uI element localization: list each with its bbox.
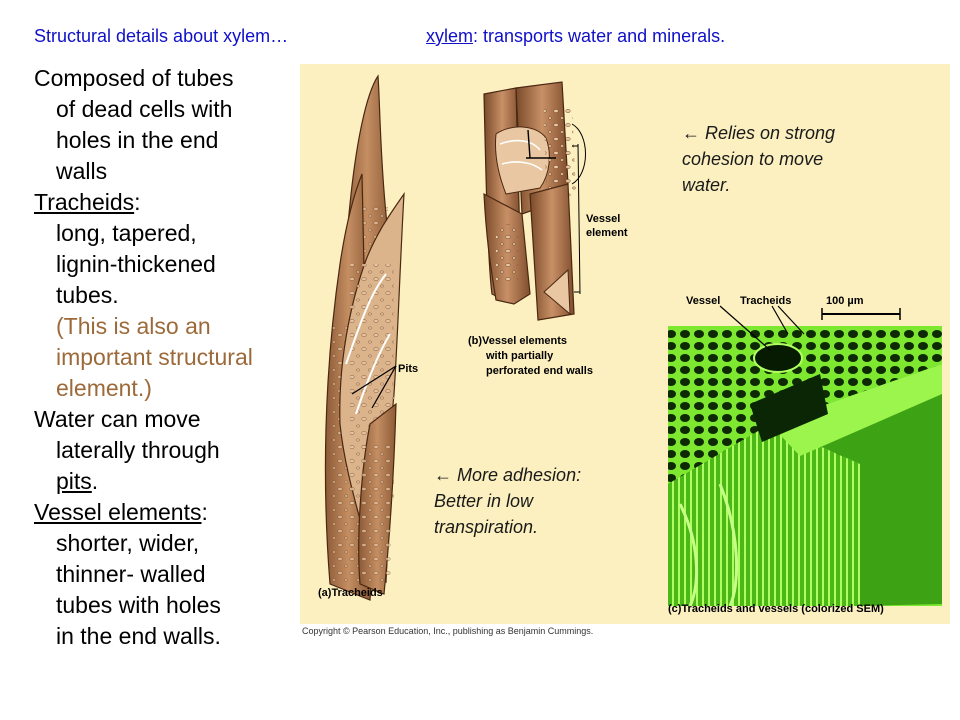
note-line: transpiration. xyxy=(434,517,539,537)
vessel-element-label-line2: element xyxy=(586,227,628,239)
caption-vessel-elements-line2: with partially xyxy=(485,350,554,362)
caption-vessel-elements-line1: (b)Vessel elements xyxy=(468,335,567,347)
sem-micrograph xyxy=(668,305,942,607)
slide-subtitle: Structural details about xylem… xyxy=(34,26,289,46)
tracheids-term: Tracheids xyxy=(34,189,135,215)
text-line: Composed of tubes xyxy=(34,65,234,91)
note-line: Better in low xyxy=(434,491,534,511)
xylem-definition-text: : transports water and minerals. xyxy=(473,26,726,46)
text-line: thinner- walled xyxy=(56,561,206,587)
caption-sem: (c)Tracheids and vessels (colorized SEM) xyxy=(668,603,884,615)
text-line: tubes with holes xyxy=(56,592,221,618)
vessel-elements-term: Vessel elements xyxy=(34,499,202,525)
xylem-illustration: Pits (a)Tracheids Vessel element (b)Vess… xyxy=(318,74,942,615)
note-line: cohesion to move xyxy=(682,149,824,169)
adhesion-note: ← More adhesion: Better in low transpira… xyxy=(434,462,581,540)
structural-note-line: important structural xyxy=(56,344,253,370)
caption-tracheids: (a)Tracheids xyxy=(318,587,383,599)
pits-term: pits xyxy=(56,468,92,494)
text-line: Water can move xyxy=(34,406,201,432)
sem-scale-label: 100 µm xyxy=(826,295,864,307)
colon: : xyxy=(201,499,208,525)
tracheids-drawing xyxy=(324,74,405,601)
note-line: ← Relies on strong xyxy=(682,123,836,143)
cohesion-note: ← Relies on strong cohesion to move wate… xyxy=(682,120,835,198)
sem-tracheids-label: Tracheids xyxy=(740,295,791,307)
text-line: long, tapered, xyxy=(56,220,197,246)
text-line: of dead cells with xyxy=(56,96,233,122)
sem-vessel-label: Vessel xyxy=(686,295,720,307)
xylem-definition: xylem: transports water and minerals. xyxy=(426,26,725,47)
text-line: holes in the end xyxy=(56,127,219,153)
text-line: laterally through xyxy=(56,437,220,463)
note-line: ← More adhesion: xyxy=(434,465,582,485)
vessel-elements-drawing xyxy=(483,81,586,321)
period: . xyxy=(91,468,99,494)
structural-note-line: (This is also an xyxy=(56,313,211,339)
xylem-figure: Pits (a)Tracheids Vessel element (b)Vess… xyxy=(300,64,950,624)
text-line: shorter, wider, xyxy=(56,530,200,556)
note-line: water. xyxy=(682,175,731,195)
colon: : xyxy=(134,189,141,215)
pits-line: pits. xyxy=(34,466,304,497)
text-line: lignin-thickened xyxy=(56,251,216,277)
body-text: Composed of tubes of dead cells with hol… xyxy=(34,63,304,652)
caption-vessel-elements-line3: perforated end walls xyxy=(486,365,593,377)
text-line: tubes. xyxy=(56,282,119,308)
vessel-element-label-line1: Vessel xyxy=(586,213,620,225)
structural-note-line: element.) xyxy=(56,375,152,401)
tracheids-heading: Tracheids: xyxy=(34,187,304,218)
xylem-term: xylem xyxy=(426,26,474,46)
vessel-elements-heading: Vessel elements: xyxy=(34,497,304,528)
pits-label: Pits xyxy=(398,363,418,375)
text-line: walls xyxy=(56,158,108,184)
text-line: in the end walls. xyxy=(56,623,221,649)
copyright-notice: Copyright © Pearson Education, Inc., pub… xyxy=(302,626,594,636)
